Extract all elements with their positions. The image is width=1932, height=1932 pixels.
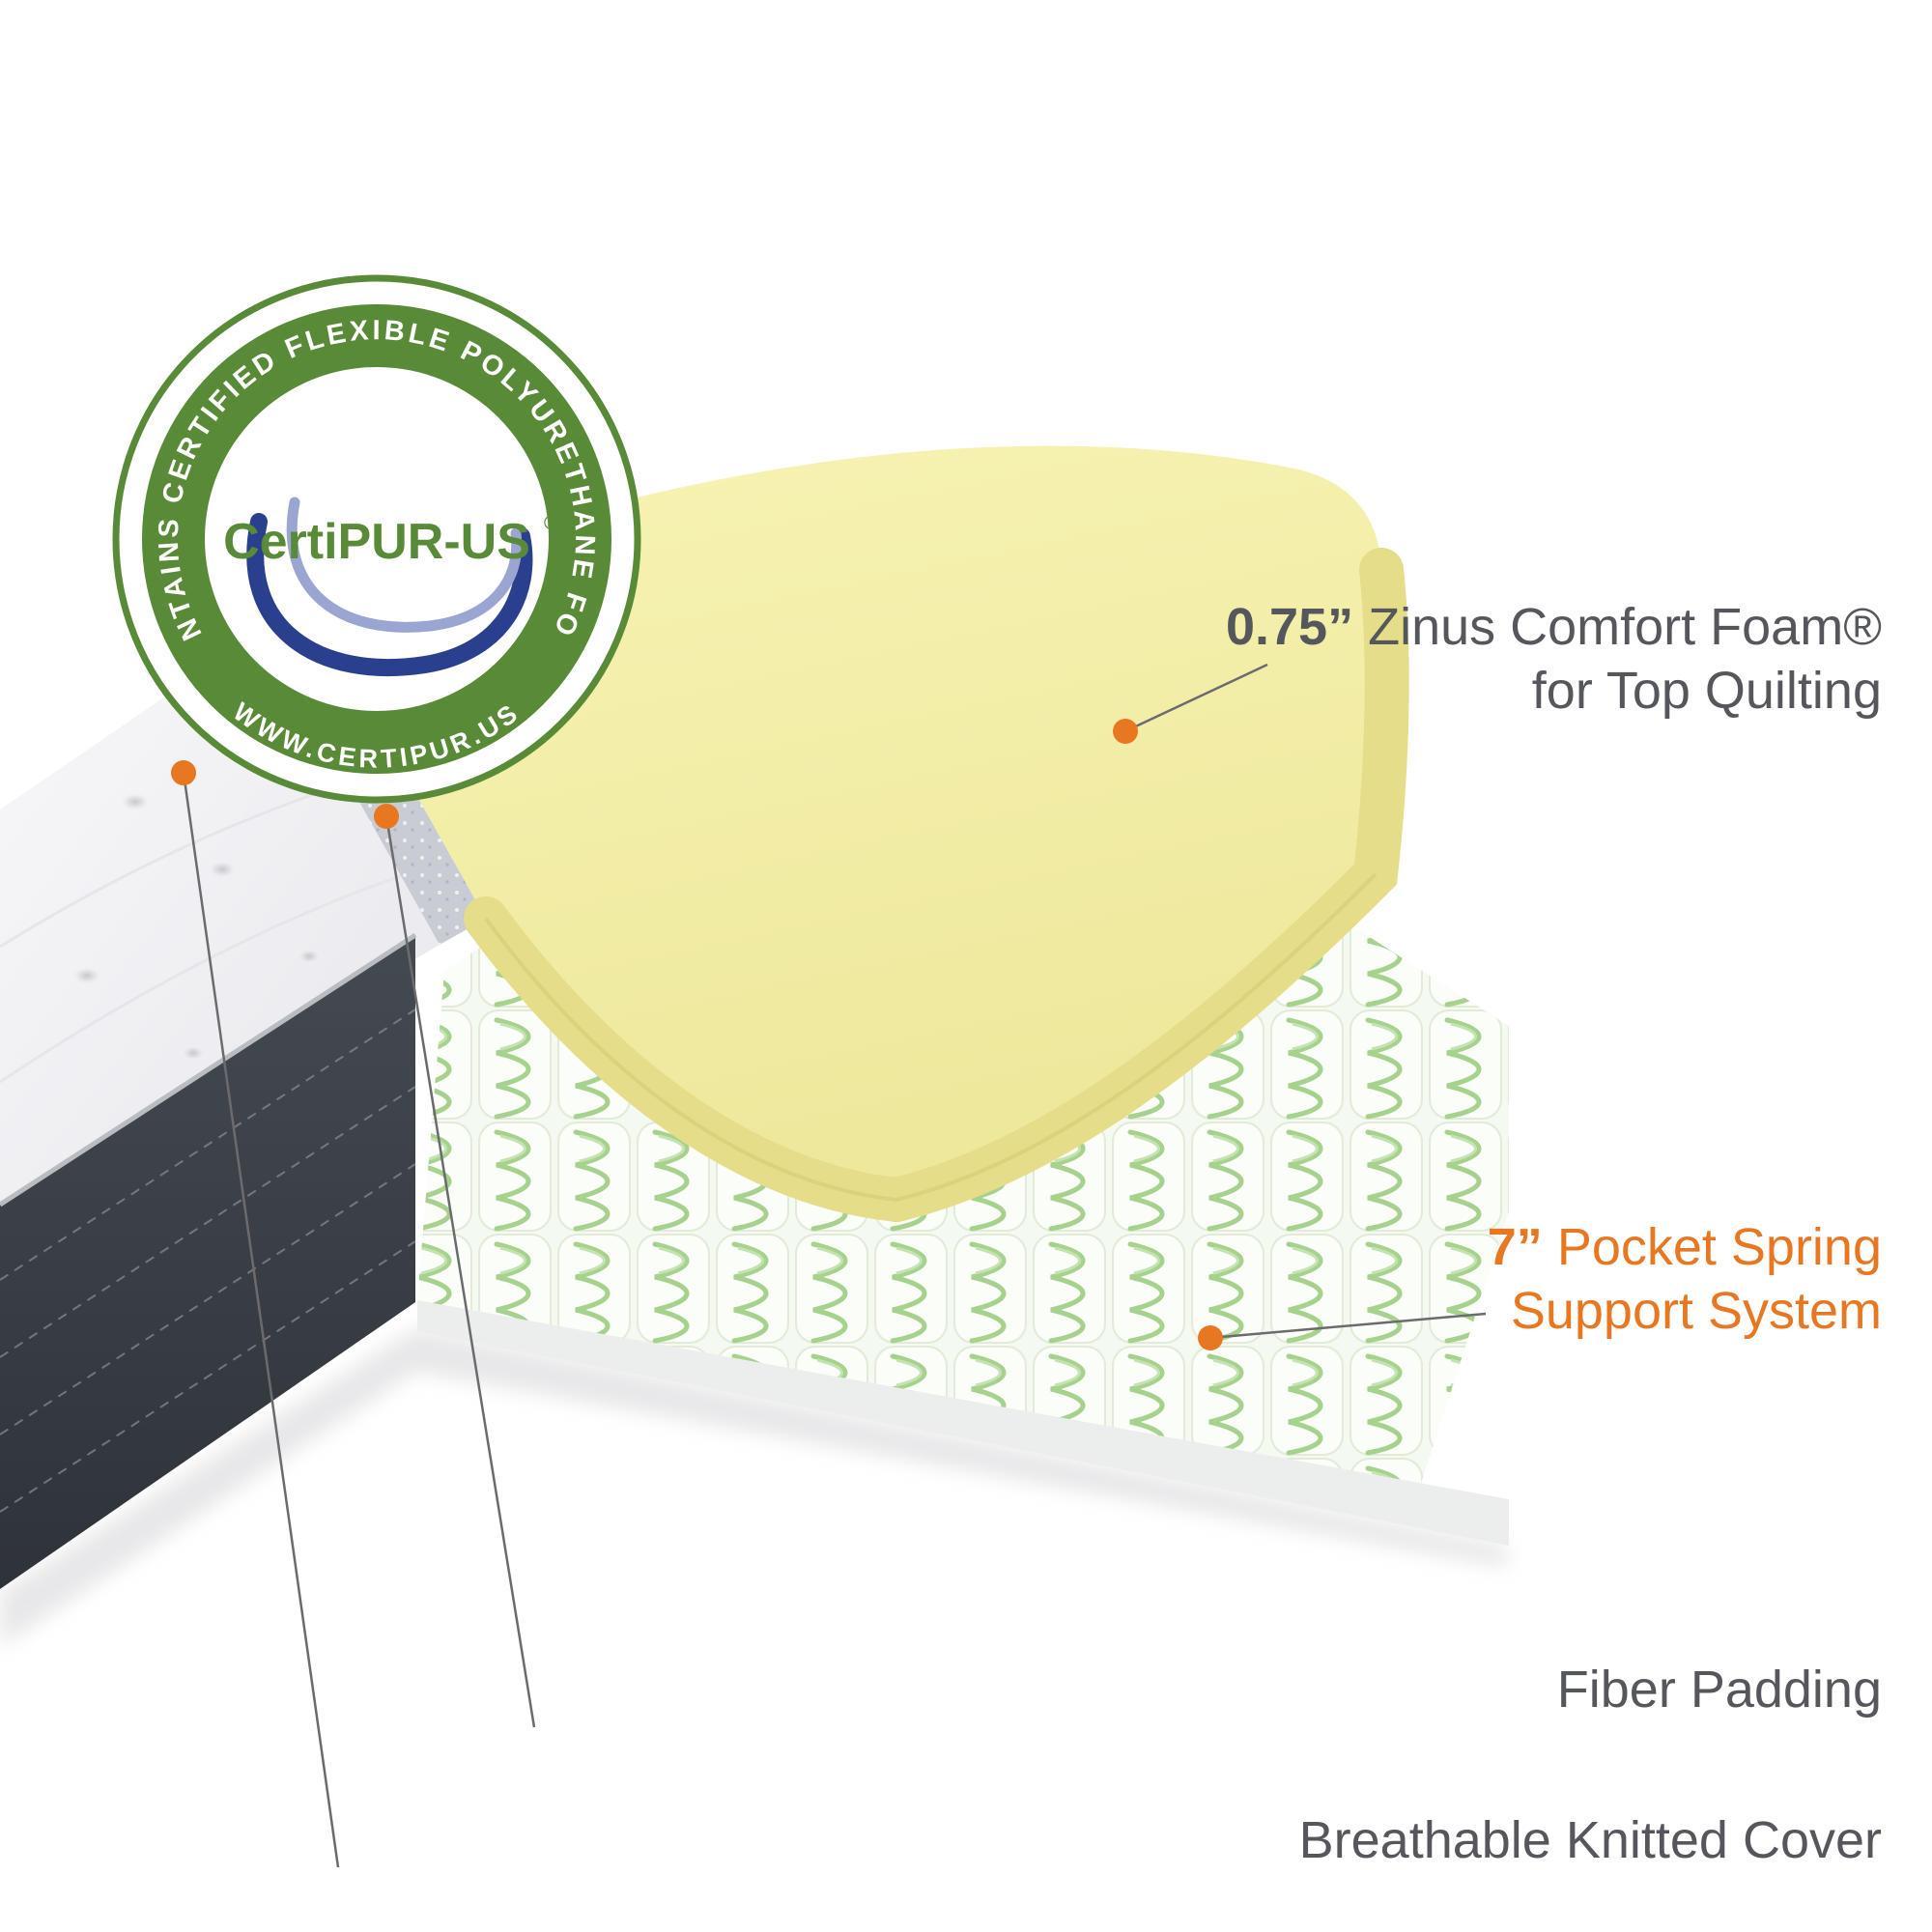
callout-line-knitted-cover: [182, 772, 340, 1868]
callout-line-pocket-spring: [1209, 1312, 1487, 1340]
label-comfort-foam-title: Zinus Comfort Foam®: [1353, 598, 1882, 656]
badge-swoosh-icon: [246, 497, 533, 676]
label-comfort-foam-measure: 0.75”: [1225, 598, 1354, 656]
side-panel-layer: [0, 932, 417, 1589]
callout-line-comfort-foam: [1124, 663, 1268, 733]
label-pocket-spring-title: Pocket Spring: [1542, 1218, 1882, 1276]
label-comfort-foam-line2: for Top Quilting: [1531, 662, 1882, 720]
label-pocket-spring-line2: Support System: [1510, 1282, 1882, 1340]
floor-shadow: [0, 1328, 1507, 1647]
callout-dot-fiber-padding: [374, 804, 399, 829]
label-fiber-padding-title: Fiber Padding: [1556, 1661, 1882, 1719]
label-pocket-spring-measure: 7”: [1487, 1218, 1543, 1276]
callout-dots: [171, 719, 1223, 1350]
label-comfort-foam-line1: 0.75” Zinus Comfort Foam®: [1226, 595, 1882, 659]
label-pocket-spring: 7” Pocket Spring Support System: [1488, 1215, 1882, 1343]
badge-center-text: CertiPUR-US: [223, 514, 530, 570]
callout-lines: [182, 663, 1487, 1868]
callout-line-fiber-padding: [384, 815, 536, 1728]
certipur-badge: CertiPUR-US ® CONTAINS CERTIFIED FLEXIBL…: [0, 0, 641, 804]
label-pocket-spring-line1: 7” Pocket Spring: [1488, 1215, 1882, 1279]
label-fiber-padding: Fiber Padding: [1557, 1658, 1882, 1721]
callout-dot-pocket-spring: [1198, 1325, 1223, 1350]
callout-dot-knitted-cover: [171, 760, 196, 785]
label-knitted-cover: Breathable Knitted Cover: [1299, 1808, 1882, 1872]
callout-dot-comfort-foam: [1113, 719, 1138, 744]
mattress-base-edge: [417, 1300, 1509, 1546]
label-comfort-foam: 0.75” Zinus Comfort Foam® for Top Quilti…: [1226, 595, 1882, 723]
label-knitted-cover-title: Breathable Knitted Cover: [1298, 1811, 1882, 1869]
badge-registered-mark: ®: [544, 513, 558, 534]
